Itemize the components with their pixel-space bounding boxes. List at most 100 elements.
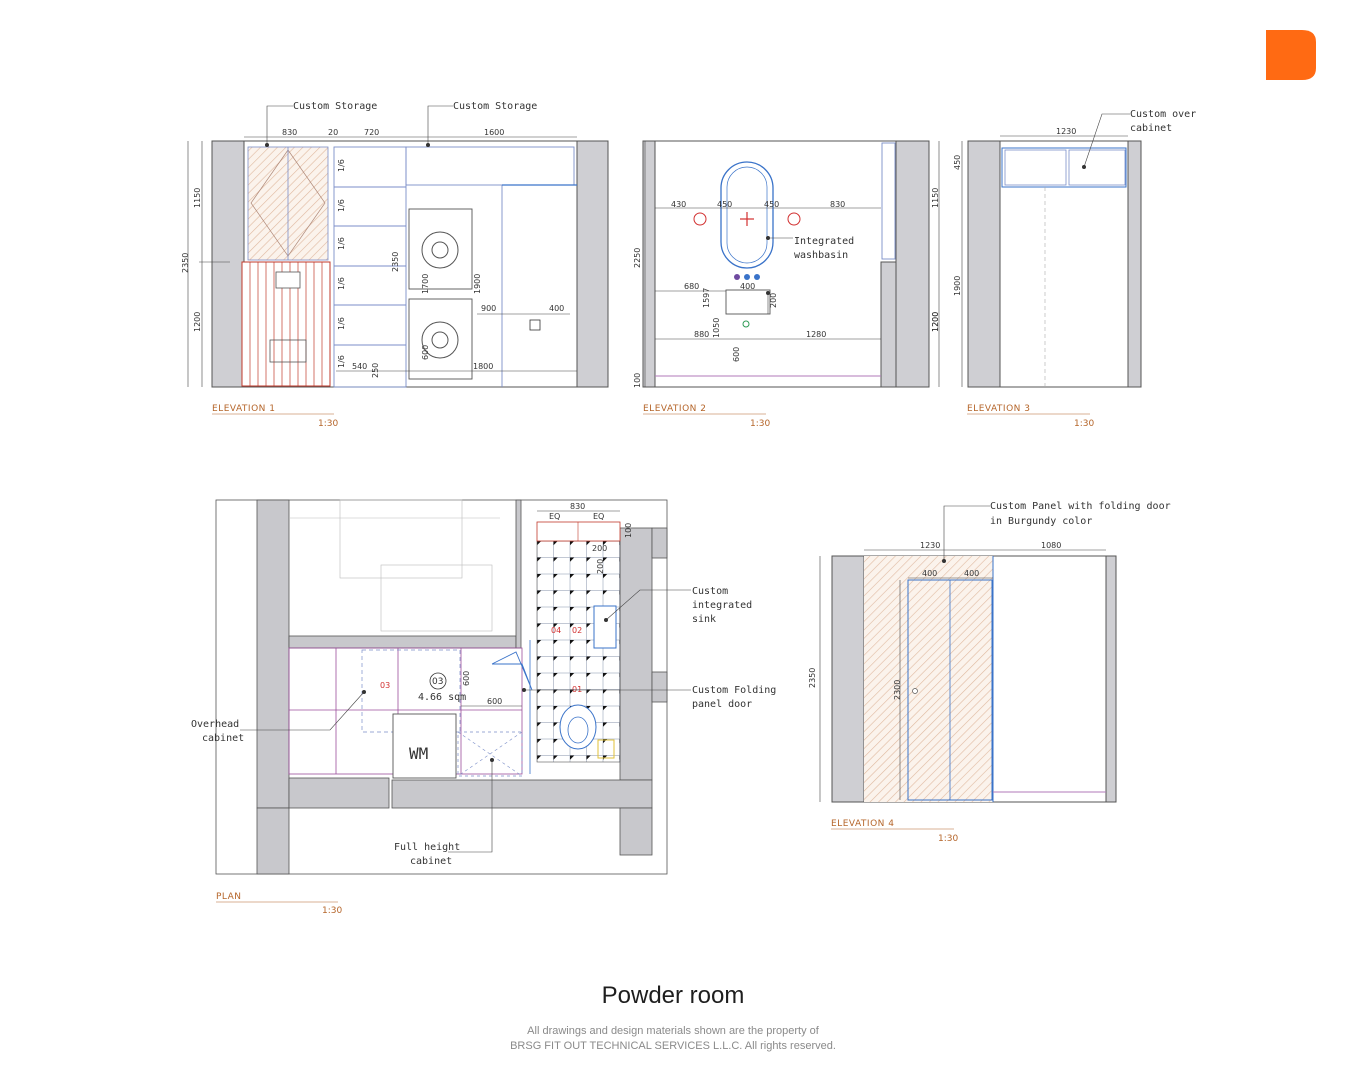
dim-label: 1/6 xyxy=(337,199,346,212)
callout-overhead-2: cabinet xyxy=(202,733,244,744)
dim-label: 1800 xyxy=(473,362,493,371)
elevation-3-scale: 1:30 xyxy=(1074,419,1094,429)
dim-label: 600 xyxy=(487,697,502,706)
callout-sink-3: sink xyxy=(692,614,716,625)
dim-label: 100 xyxy=(633,373,642,388)
footer-line-2: BRSG FIT OUT TECHNICAL SERVICES L.L.C. A… xyxy=(510,1040,836,1052)
elevation-1-label: ELEVATION 1 xyxy=(212,404,275,414)
dim-label: 1/6 xyxy=(337,317,346,330)
dim-label: 400 xyxy=(922,569,937,578)
elevation-4: Custom Panel with folding door in Burgun… xyxy=(808,501,1171,844)
dim-label: 1/6 xyxy=(337,355,346,368)
plan: WM 03 4.66 sqm 03 04 02 01 830 EQ EQ 100… xyxy=(191,499,776,916)
dim-label: 830 xyxy=(570,502,585,511)
dim-label: 830 xyxy=(282,128,297,137)
elevation-1-scale: 1:30 xyxy=(318,419,338,429)
callout-sink-1: Custom xyxy=(692,586,728,597)
callout-sink-2: integrated xyxy=(692,600,752,611)
elevation-2-label: ELEVATION 2 xyxy=(643,404,706,414)
dim-label: 2350 xyxy=(181,253,190,273)
dim-label: EQ xyxy=(549,512,560,521)
dim-label: 400 xyxy=(964,569,979,578)
dim-label: 600 xyxy=(421,345,430,360)
elevation-4-scale: 1:30 xyxy=(938,834,958,844)
dim-label: 1150 xyxy=(931,188,940,208)
callout-integrated-washbasin-1: Integrated xyxy=(794,236,854,247)
footer-line-1: All drawings and design materials shown … xyxy=(527,1025,819,1037)
dim-label: 720 xyxy=(364,128,379,137)
dim-label: 830 xyxy=(830,200,845,209)
dim-label: 450 xyxy=(717,200,732,209)
dim-label: 430 xyxy=(671,200,686,209)
dim-label: 200 xyxy=(592,544,607,553)
dim-label: 680 xyxy=(684,282,699,291)
dim-label: 200 xyxy=(596,559,605,574)
callout-custom-over-cabinet-2: cabinet xyxy=(1130,123,1172,134)
elevation-2: Integrated washbasin 430 450 450 830 225… xyxy=(633,140,940,429)
dim-label: 1230 xyxy=(1056,127,1076,136)
dim-label: 100 xyxy=(624,523,633,538)
dim-label: 1600 xyxy=(484,128,504,137)
elevation-1: Custom Storage Custom Storage 830 20 720… xyxy=(181,101,609,429)
tag-02: 02 xyxy=(572,626,582,635)
room-number: 03 xyxy=(432,677,443,687)
elevation-4-label: ELEVATION 4 xyxy=(831,819,894,829)
dim-label: 1900 xyxy=(473,274,482,294)
dim-label: 1080 xyxy=(1041,541,1061,550)
dim-label: 1700 xyxy=(421,274,430,294)
callout-custom-storage-2: Custom Storage xyxy=(453,101,537,112)
washing-machine-label: WM xyxy=(409,744,428,763)
callout-custom-panel-2: in Burgundy color xyxy=(990,516,1092,527)
dim-label: 540 xyxy=(352,362,367,371)
dim-label: 600 xyxy=(462,671,471,686)
tag-01: 01 xyxy=(572,685,582,694)
dim-label: 2350 xyxy=(391,252,400,272)
dim-label: 250 xyxy=(371,363,380,378)
elevation-3-label: ELEVATION 3 xyxy=(967,404,1030,414)
callout-overhead-1: Overhead xyxy=(191,719,239,730)
plan-label: PLAN xyxy=(216,892,242,902)
callout-folding-door-1: Custom Folding xyxy=(692,685,776,696)
dim-label: 2300 xyxy=(893,680,902,700)
dim-label: 1200 xyxy=(931,312,940,332)
dim-label: 1200 xyxy=(193,312,202,332)
elevation-3: Custom over cabinet 1230 450 1900 1200 E… xyxy=(931,109,1196,429)
dim-label: 1900 xyxy=(953,276,962,296)
dim-label: 1280 xyxy=(806,330,826,339)
dim-label: 1050 xyxy=(712,318,721,338)
callout-folding-door-2: panel door xyxy=(692,699,752,710)
callout-full-height-1: Full height xyxy=(394,842,460,853)
page-title: Powder room xyxy=(601,982,745,1009)
dim-label: 600 xyxy=(732,347,741,362)
dim-label: 200 xyxy=(769,293,778,308)
tag-04: 04 xyxy=(551,626,561,635)
callout-custom-over-cabinet-1: Custom over xyxy=(1130,109,1196,120)
dim-label: 450 xyxy=(953,155,962,170)
dim-label: 1/6 xyxy=(337,159,346,172)
callout-full-height-2: cabinet xyxy=(410,856,452,867)
brand-logo-icon xyxy=(1266,30,1316,80)
dim-label: 1597 xyxy=(702,288,711,308)
dim-label: 1/6 xyxy=(337,237,346,250)
dim-label: 450 xyxy=(764,200,779,209)
dim-label: 2250 xyxy=(633,248,642,268)
dim-label: 2350 xyxy=(808,668,817,688)
callout-integrated-washbasin-2: washbasin xyxy=(794,250,848,261)
footer-copyright: All drawings and design materials shown … xyxy=(0,1024,1346,1054)
plan-scale: 1:30 xyxy=(322,906,342,916)
dim-label: 1230 xyxy=(920,541,940,550)
dim-label: EQ xyxy=(593,512,604,521)
room-area: 4.66 sqm xyxy=(418,692,466,703)
dim-label: 900 xyxy=(481,304,496,313)
dim-label: 880 xyxy=(694,330,709,339)
dim-label: 20 xyxy=(328,128,338,137)
dim-label: 1/6 xyxy=(337,277,346,290)
dim-label: 1200 xyxy=(931,312,940,332)
dim-label: 400 xyxy=(549,304,564,313)
callout-custom-panel-1: Custom Panel with folding door xyxy=(990,501,1171,512)
dim-label: 400 xyxy=(740,282,755,291)
dim-label: 1150 xyxy=(193,188,202,208)
callout-custom-storage-1: Custom Storage xyxy=(293,101,377,112)
tag-03: 03 xyxy=(380,681,390,690)
